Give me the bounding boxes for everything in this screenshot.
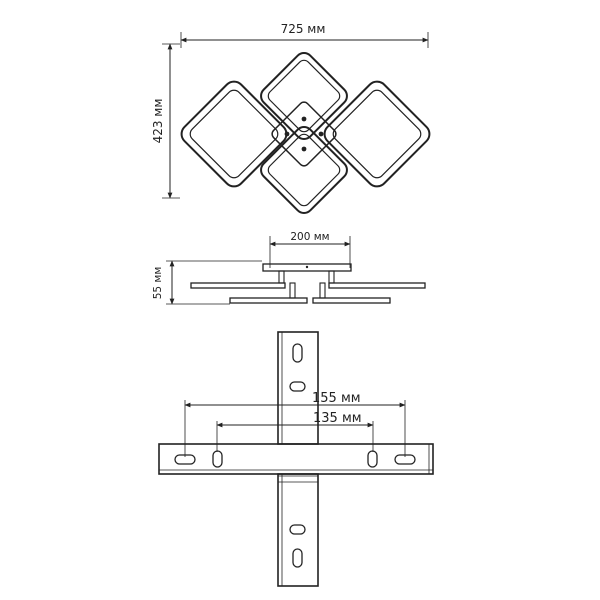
- frame-center: [271, 101, 337, 167]
- stem-right: [328, 270, 335, 284]
- side-view: 200 мм 55 мм: [152, 231, 426, 305]
- side-width-label: 200 мм: [290, 231, 329, 243]
- arm-lower-left: [229, 297, 308, 304]
- screw-left: [284, 131, 290, 137]
- stem-left: [278, 270, 285, 284]
- bracket-inner-dimension: 135 мм: [216, 411, 374, 452]
- lamp-frames: [180, 52, 431, 214]
- top-width-label: 725 мм: [281, 22, 326, 36]
- frame-top: [260, 52, 348, 140]
- bracket-outer-label: 155 мм: [312, 391, 361, 406]
- screw-bottom: [301, 146, 307, 152]
- side-height-label: 55 мм: [152, 267, 164, 300]
- arm-lower-right: [312, 297, 391, 304]
- arm-upper-right: [328, 282, 426, 289]
- side-width-dimension: 200 мм: [269, 231, 351, 268]
- screw-right: [318, 131, 324, 137]
- arm-upper-left: [190, 282, 286, 289]
- screw-top: [301, 116, 307, 122]
- frame-right: [323, 80, 431, 188]
- bracket-horizontal-bar: [158, 443, 434, 475]
- base-plate: [262, 263, 352, 272]
- frame-left: [180, 80, 288, 188]
- top-width-dimension: 725 мм: [180, 22, 429, 48]
- top-height-dimension: 423 мм: [151, 43, 180, 199]
- bracket-vertical-bar: [277, 331, 319, 587]
- stem-front-left: [289, 282, 296, 299]
- stem-front-right: [319, 282, 326, 299]
- bracket-outer-dimension: 155 мм: [184, 391, 406, 457]
- frame-bottom: [260, 126, 348, 214]
- side-height-dimension: 55 мм: [152, 260, 262, 305]
- top-height-label: 423 мм: [151, 99, 165, 144]
- top-view: 725 мм 423 мм: [151, 22, 431, 214]
- bracket-view: 155 мм 135 мм: [158, 331, 434, 587]
- bracket-inner-label: 135 мм: [313, 411, 362, 426]
